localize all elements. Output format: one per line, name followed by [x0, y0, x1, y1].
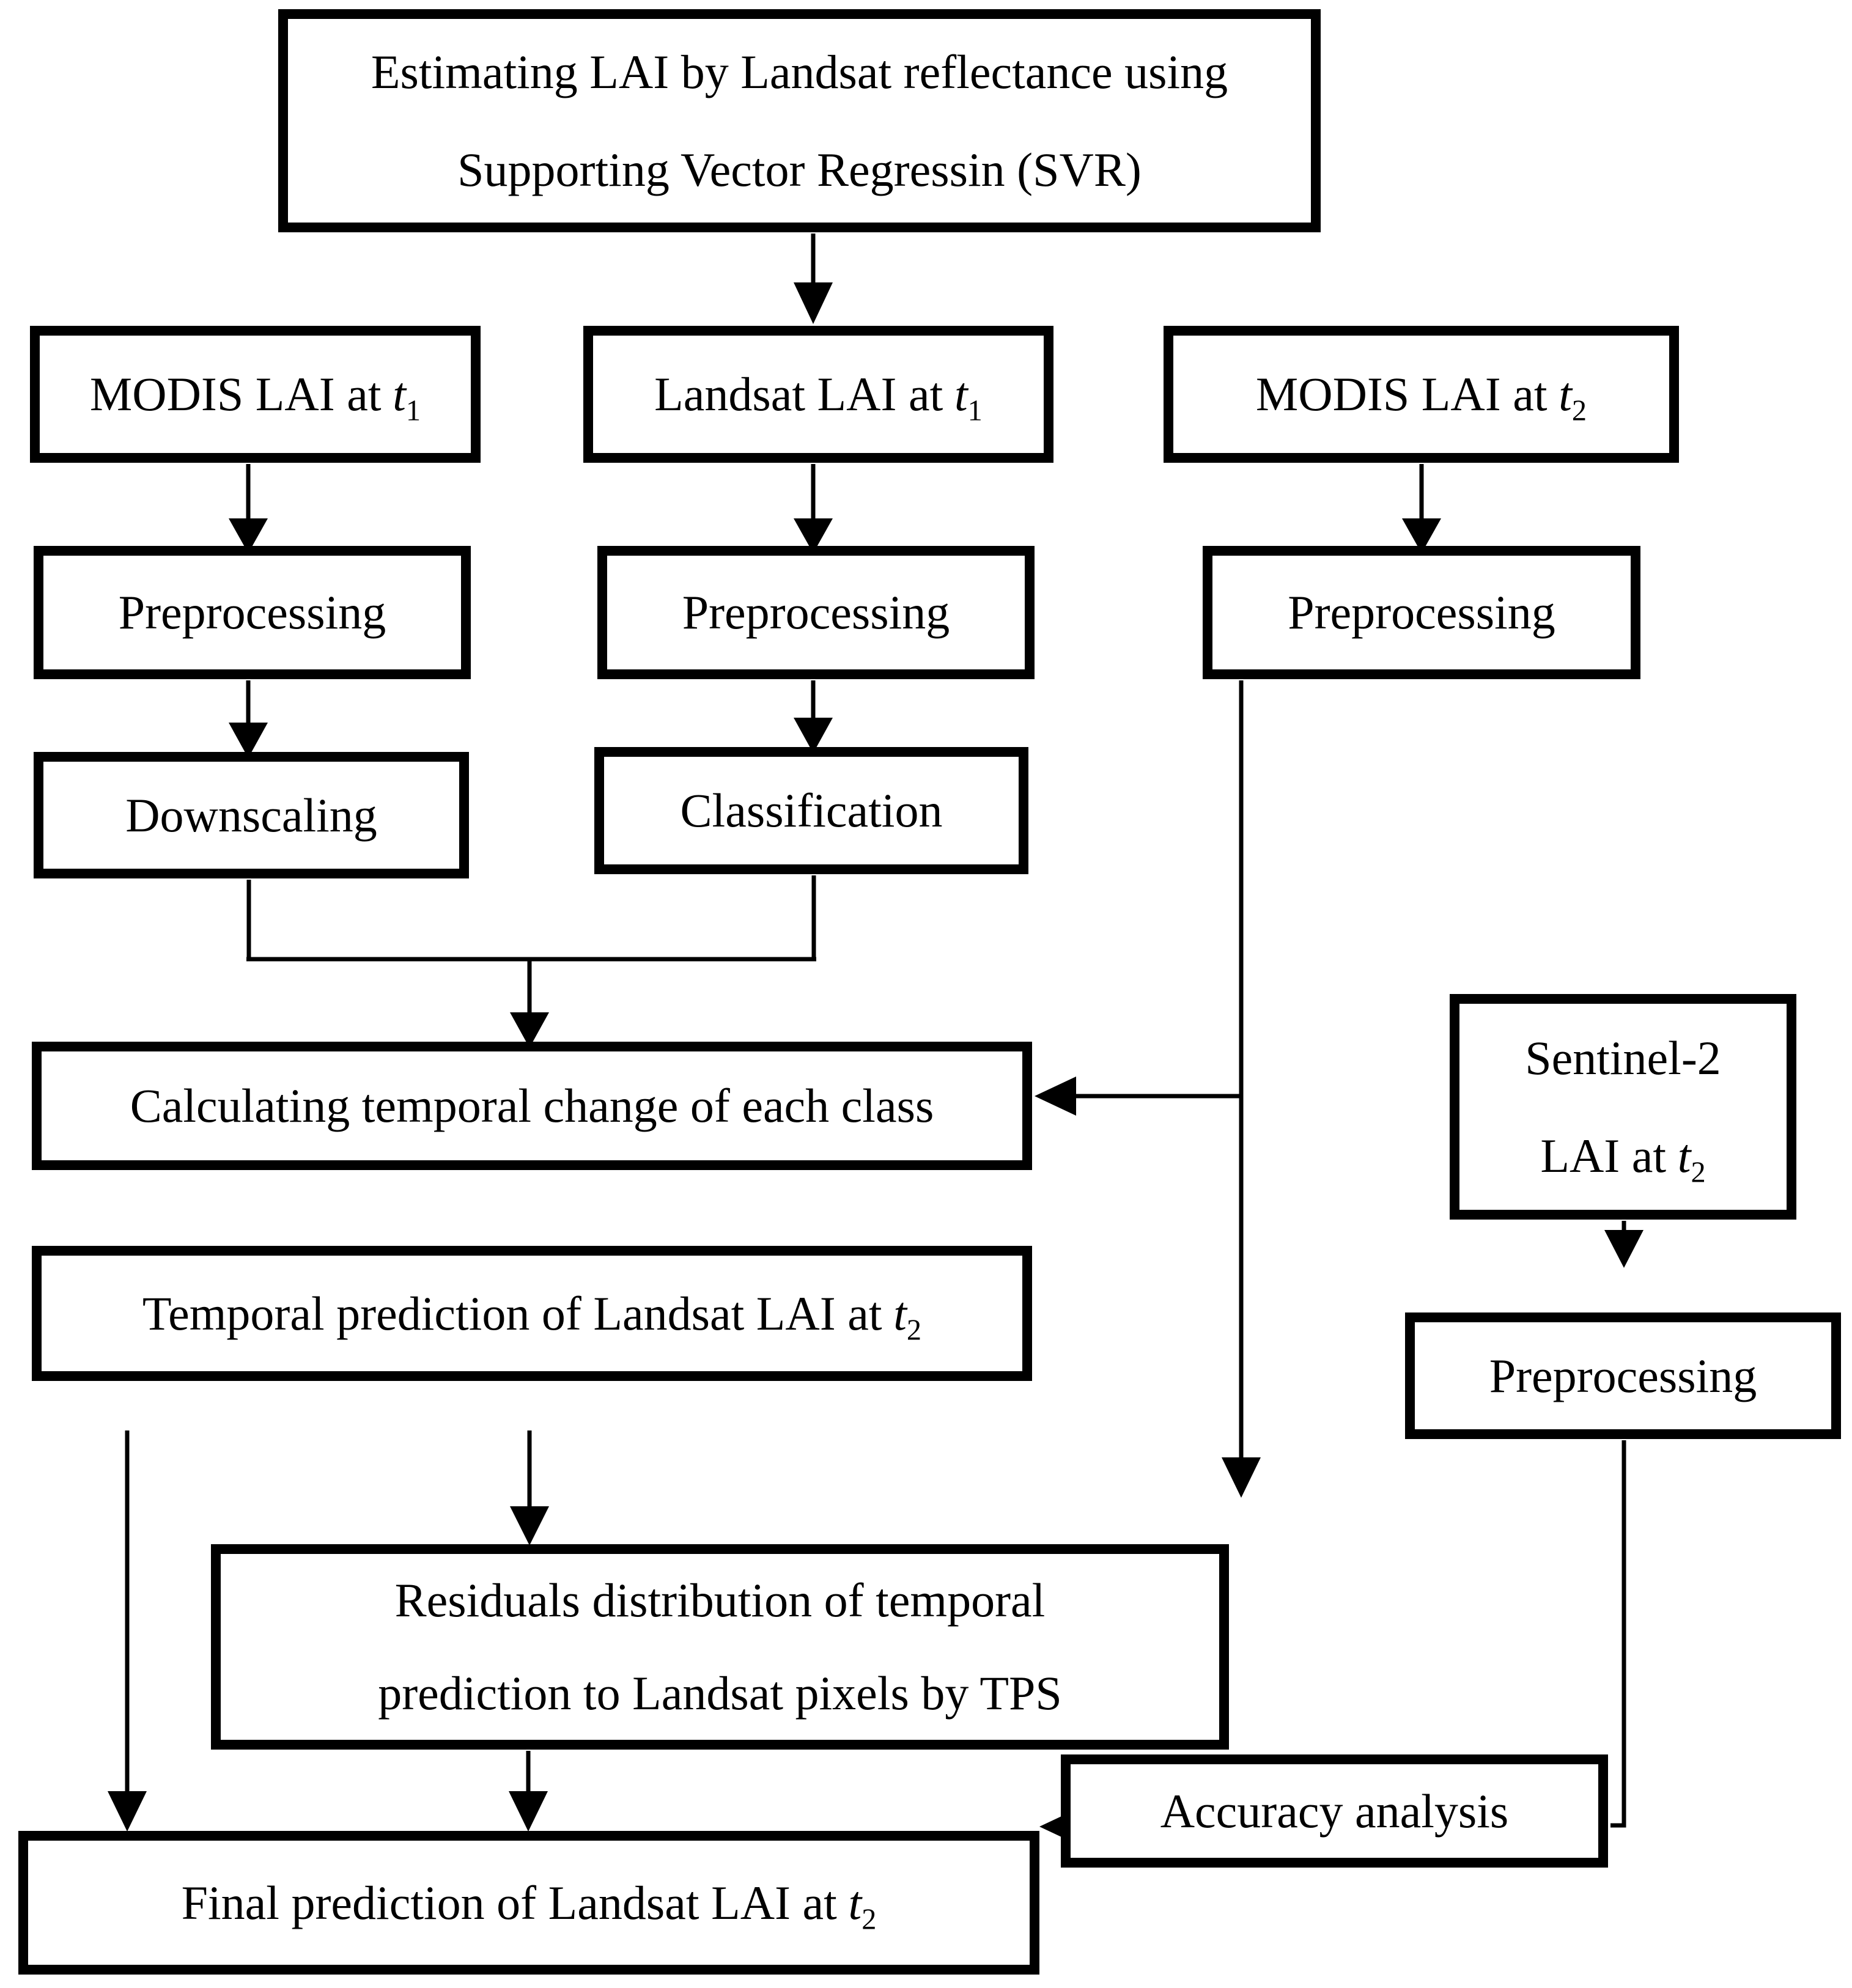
node-accuracy-analysis: Accuracy analysis: [1061, 1754, 1608, 1868]
node-estimating-lai-svr: Estimating LAI by Landsat reflectance us…: [278, 9, 1321, 232]
node-line: Accuracy analysis: [1160, 1784, 1509, 1838]
node-line: prediction to Landsat pixels by TPS: [378, 1666, 1062, 1720]
node-preprocessing-sentinel: Preprocessing: [1405, 1312, 1841, 1439]
node-preprocessing-modis-t2: Preprocessing: [1203, 546, 1640, 679]
node-line: Preprocessing: [118, 586, 386, 639]
connector-preprocessing-to-accuracy: [1610, 1440, 1626, 1828]
node-classification: Classification: [594, 747, 1028, 874]
arrow-preprocessing-to-downscaling: [229, 680, 268, 758]
node-line: Preprocessing: [1288, 586, 1555, 639]
node-line: Preprocessing: [682, 586, 950, 639]
arrow-landsat-t1-to-preprocessing: [794, 464, 833, 553]
arrow-long-line-to-calculating: [1035, 1077, 1241, 1116]
node-line: Estimating LAI by Landsat reflectance us…: [371, 45, 1228, 98]
node-line: Sentinel-2: [1525, 1031, 1721, 1084]
node-residuals-distribution-tps: Residuals distribution of temporal predi…: [211, 1544, 1229, 1750]
arrow-temporal-to-residuals: [510, 1430, 549, 1545]
node-line: Calculating temporal change of each clas…: [130, 1079, 934, 1133]
node-calculating-temporal-change: Calculating temporal change of each clas…: [32, 1042, 1032, 1170]
arrow-modis-t1-to-preprocessing: [229, 464, 268, 553]
arrow-residuals-to-final: [509, 1751, 548, 1832]
node-preprocessing-modis-t1: Preprocessing: [34, 546, 471, 679]
node-line: Downscaling: [125, 788, 377, 842]
node-line: Classification: [680, 784, 943, 838]
arrow-preprocessing-to-classification: [794, 680, 833, 753]
bypass-arrow-temporal-to-final: [108, 1430, 147, 1832]
node-downscaling: Downscaling: [34, 752, 469, 878]
node-preprocessing-landsat-t1: Preprocessing: [597, 546, 1035, 679]
arrow-estimating-to-landsat-t1: [794, 234, 833, 324]
node-line: Supporting Vector Regressin (SVR): [457, 142, 1142, 196]
node-line: Residuals distribution of temporal: [394, 1573, 1046, 1627]
long-arrow-preprocessing-to-residuals: [1222, 680, 1261, 1498]
arrow-sentinel-to-preprocessing: [1604, 1221, 1644, 1268]
arrow-modis-t2-to-preprocessing: [1402, 464, 1441, 553]
node-line: Preprocessing: [1489, 1349, 1757, 1402]
merge-bracket-to-calculating: [246, 875, 816, 1048]
